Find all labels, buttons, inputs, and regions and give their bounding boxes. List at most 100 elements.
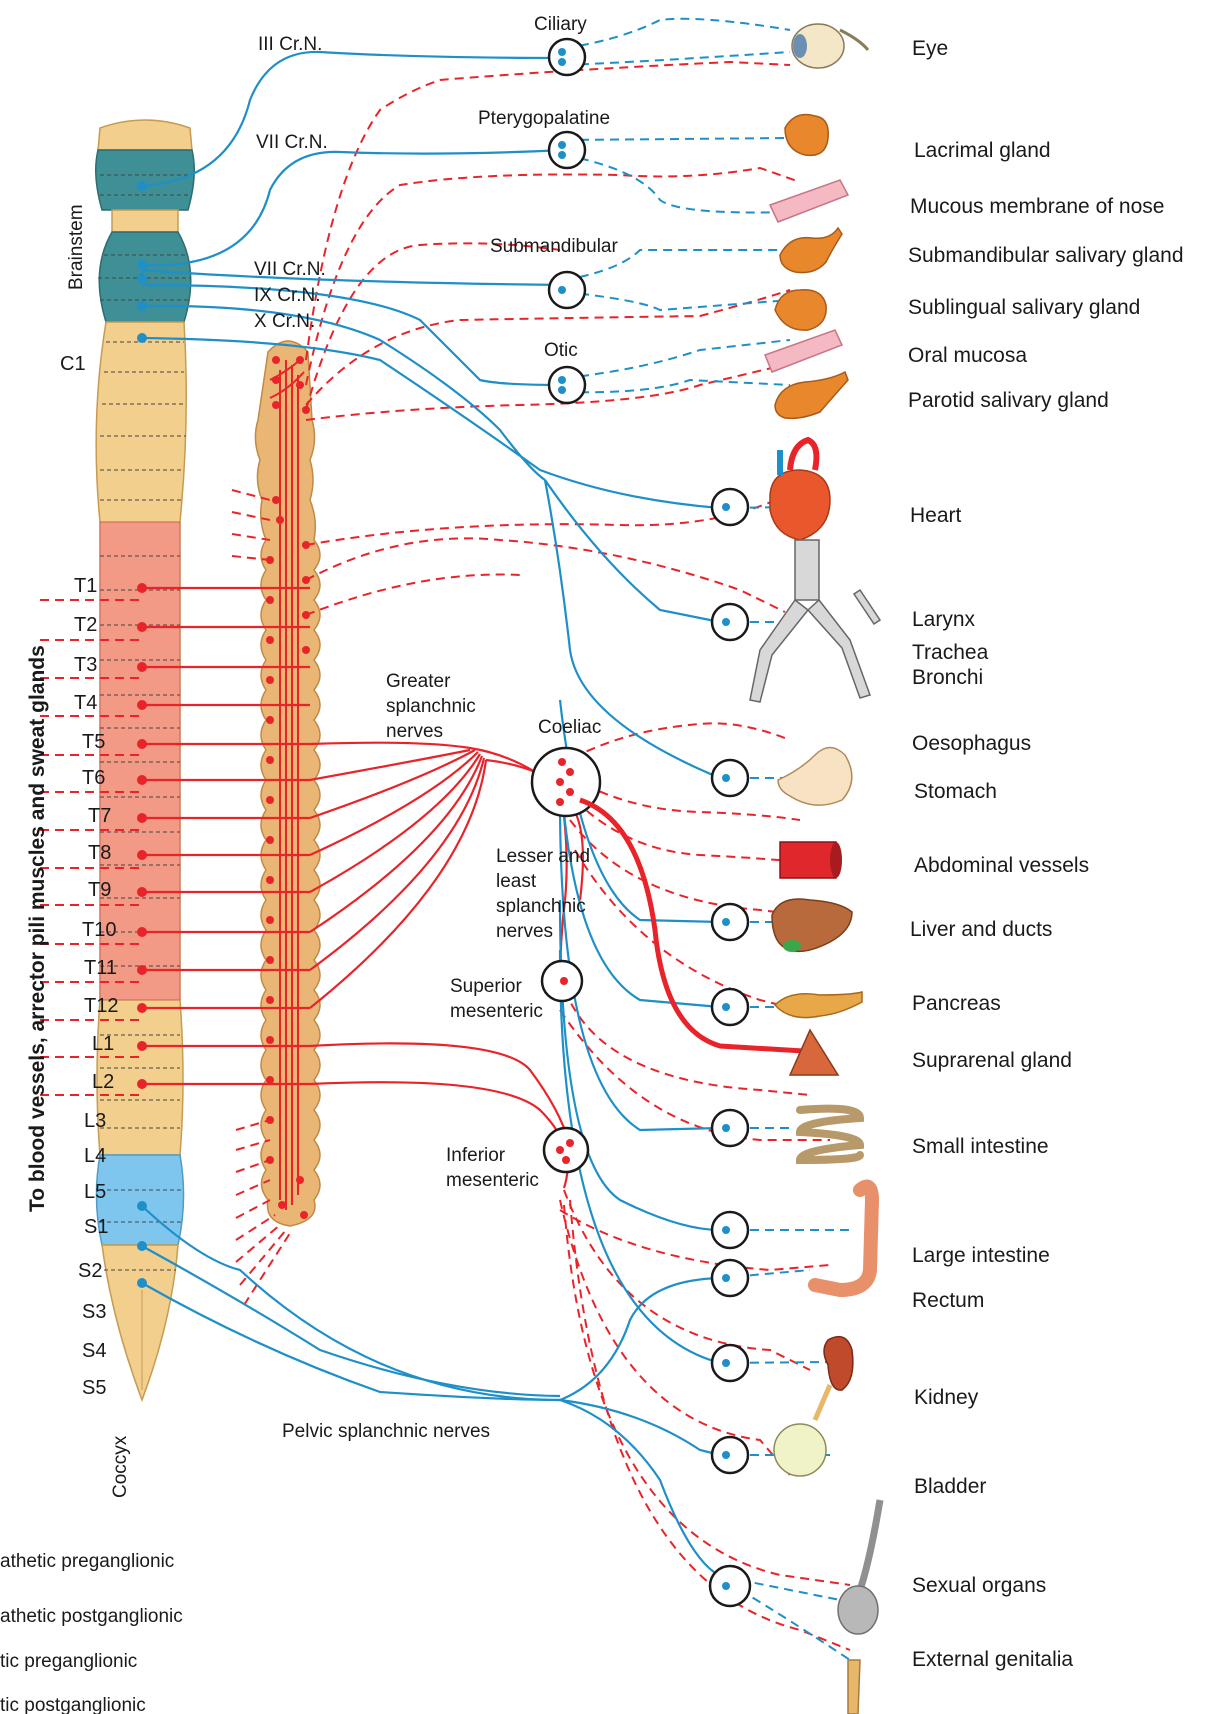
organ-label-large-intestine: Large intestine (912, 1244, 1050, 1267)
segment-label-t9: T9 (88, 879, 111, 901)
external-genitalia-icon (848, 1660, 860, 1714)
heart-icon (770, 440, 830, 540)
ciliary-label: Ciliary (534, 14, 587, 35)
coccyx-label: Coccyx (110, 1435, 131, 1498)
segment-label-s4: S4 (82, 1340, 106, 1362)
segment-label-s3: S3 (82, 1301, 106, 1323)
pelvic-splanchnic-label: Pelvic splanchnic nerves (282, 1421, 490, 1442)
organ-label-larynx: Larynx (912, 608, 976, 631)
coccyx-taper (102, 1245, 178, 1400)
abdominal-vessel-icon (780, 842, 842, 878)
superior-mesenteric-label-2: mesenteric (450, 1001, 543, 1022)
segment-label-t1: T1 (74, 575, 97, 597)
legend-item-1: athetic preganglionic (0, 1551, 174, 1572)
organ-label-small-intestine: Small intestine (912, 1135, 1049, 1158)
legend-item-3: tic preganglionic (0, 1651, 137, 1672)
inferior-mesenteric-label-2: mesenteric (446, 1170, 539, 1191)
organ-label-suprarenal: Suprarenal gland (912, 1049, 1072, 1072)
cranial-nerve-label-iii: III Cr.N. (258, 34, 322, 55)
segment-label-s1: S1 (84, 1216, 108, 1238)
organ-label-abdominal-vessels: Abdominal vessels (914, 854, 1089, 877)
nose-mucosa-icon (770, 180, 848, 222)
segment-label-l4: L4 (84, 1145, 106, 1167)
inferior-mesenteric-ganglion (544, 1128, 588, 1172)
small-intestine-icon (800, 1109, 860, 1160)
parasympathetic-preganglionic-fibers (142, 52, 720, 1576)
organ-label-stomach: Stomach (914, 780, 997, 803)
ganglion-labels: Ciliary Pterygopalatine Submandibular Ot… (446, 14, 618, 1191)
coeliac-label: Coeliac (538, 717, 601, 738)
oral-mucosa-icon (765, 330, 842, 372)
sympathetic-chain (255, 341, 320, 1226)
organ-label-sexual-organs: Sexual organs (912, 1574, 1046, 1597)
segment-label-t10: T10 (82, 919, 116, 941)
gallbladder-icon (783, 940, 801, 952)
organ-label-oesophagus: Oesophagus (912, 732, 1031, 755)
organ-label-trachea: Trachea (912, 641, 989, 664)
segment-label-s2: S2 (78, 1260, 102, 1282)
organ-label-heart: Heart (910, 504, 962, 527)
segment-label-t4: T4 (74, 692, 97, 714)
lesser-splanchnic-label-1: Lesser and (496, 846, 590, 867)
organ-illustrations (750, 24, 880, 1714)
segment-label-t7: T7 (88, 805, 111, 827)
eye-icon (792, 24, 868, 68)
organ-label-sublingual: Sublingual salivary gland (908, 296, 1140, 319)
inferior-mesenteric-label-1: Inferior (446, 1145, 506, 1166)
segment-label-l3: L3 (84, 1110, 106, 1132)
chain-body (255, 341, 320, 1226)
greater-splanchnic-label-2: splanchnic (386, 696, 476, 717)
cord-neck (112, 210, 178, 232)
lacrimal-gland-icon (785, 115, 828, 156)
organ-labels: Eye Lacrimal gland Mucous membrane of no… (908, 37, 1184, 1671)
segment-label-t2: T2 (74, 614, 97, 636)
segment-label-l5: L5 (84, 1181, 106, 1203)
greater-splanchnic-label-3: nerves (386, 721, 443, 742)
segment-label-t12: T12 (84, 995, 118, 1017)
cord-top (98, 120, 192, 150)
cranial-nerve-label-x: X Cr.N. (254, 311, 315, 332)
organ-label-submandibular: Submandibular salivary gland (908, 244, 1184, 267)
pterygopalatine-label: Pterygopalatine (478, 108, 610, 129)
organ-label-kidney: Kidney (914, 1386, 979, 1409)
lesser-splanchnic-label-3: splanchnic (496, 896, 586, 917)
organ-label-nose: Mucous membrane of nose (910, 195, 1164, 218)
legend: athetic preganglionic athetic postgangli… (0, 1551, 183, 1714)
lesser-splanchnic-label-4: nerves (496, 921, 553, 942)
organ-label-eye: Eye (912, 37, 948, 60)
bladder-icon (774, 1424, 826, 1476)
legend-item-2: athetic postganglionic (0, 1606, 183, 1627)
superior-mesenteric-label-1: Superior (450, 976, 522, 997)
pancreas-icon (775, 992, 862, 1018)
sexual-organs-icon (838, 1500, 880, 1634)
segment-label-t3: T3 (74, 654, 97, 676)
stomach-icon (778, 748, 852, 806)
organ-label-rectum: Rectum (912, 1289, 984, 1312)
pterygopalatine-ganglion (549, 132, 585, 168)
organ-label-liver: Liver and ducts (910, 918, 1052, 941)
large-intestine-icon (815, 1187, 872, 1290)
segment-label-s5: S5 (82, 1377, 106, 1399)
parotid-gland-icon (775, 372, 848, 418)
submandibular-ganglion (549, 272, 585, 308)
submandibular-label: Submandibular (490, 236, 618, 257)
segment-label-l2: L2 (92, 1071, 114, 1093)
kidney-icon (815, 1337, 853, 1420)
submandibular-gland-icon (780, 228, 842, 273)
ciliary-ganglion (549, 39, 585, 75)
otic-ganglion (549, 367, 585, 403)
sublingual-gland-icon (775, 290, 826, 330)
organ-label-lacrimal: Lacrimal gland (914, 139, 1051, 162)
legend-item-4: tic postganglionic (0, 1695, 146, 1714)
segment-label-t8: T8 (88, 842, 111, 864)
organ-label-bronchi: Bronchi (912, 666, 983, 689)
lesser-splanchnic-label-2: least (496, 871, 537, 892)
vertical-label: To blood vessels, arrector pili muscles … (26, 645, 49, 1212)
organ-label-parotid: Parotid salivary gland (908, 389, 1109, 412)
organ-label-bladder: Bladder (914, 1475, 986, 1498)
segment-label-t5: T5 (82, 731, 105, 753)
cranial-nerve-label-vii-a: VII Cr.N. (256, 132, 328, 153)
organ-label-external-genitalia: External genitalia (912, 1648, 1073, 1671)
organ-label-pancreas: Pancreas (912, 992, 1001, 1015)
